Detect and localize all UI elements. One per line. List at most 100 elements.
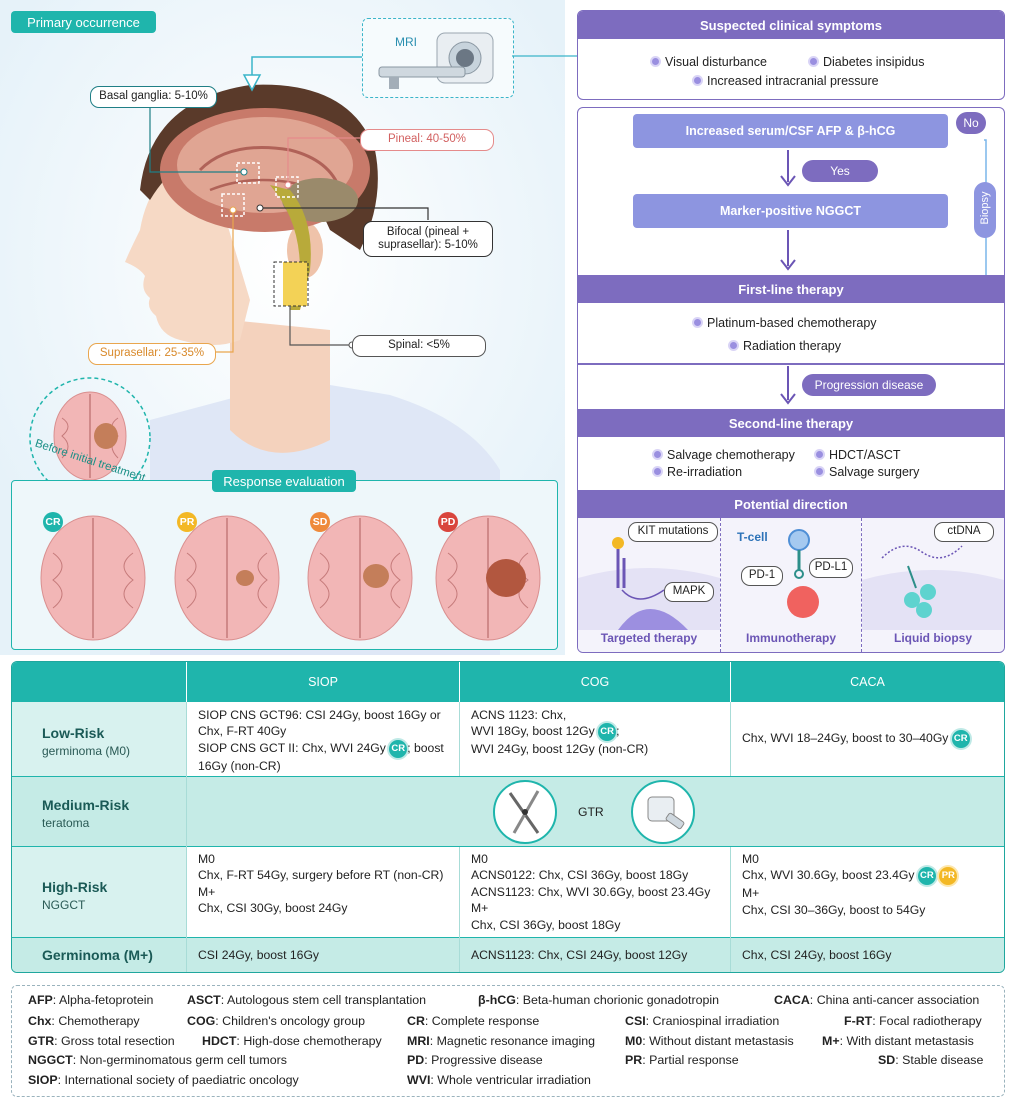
divider <box>459 847 460 972</box>
high-siop-line: M+ <box>198 884 216 899</box>
divider <box>12 776 1004 777</box>
risk-table: SIOP COG CACA Low-Risk germinoma (M0) SI… <box>11 661 1005 973</box>
high-siop-line: M0 <box>198 852 215 866</box>
immunotherapy-tile: T-cell PD-1 PD-L1 Immunotherapy <box>721 518 861 652</box>
second-line-item: Salvage chemotherapy <box>654 448 795 462</box>
high-caca-cell: M0 Chx, WVI 30.6Gy, boost 23.4Gy CR PR M… <box>742 851 1002 918</box>
glossary-item: COG: Children's oncology group <box>187 1014 366 1028</box>
immunotherapy-label: Immunotherapy <box>745 631 836 645</box>
divider <box>12 937 1004 938</box>
ctdna-label: ctDNA <box>934 522 994 542</box>
targeted-tile: KIT mutations MAPK Targeted therapy <box>578 518 720 652</box>
high-risk-sub: NGGCT <box>42 897 86 912</box>
low-risk-label: Low-Risk germinoma (M0) <box>42 724 130 759</box>
glossary-item: CR: Complete response <box>407 1014 540 1028</box>
glossary-item: Chx: Chemotherapy <box>28 1014 140 1028</box>
divider <box>12 846 1004 847</box>
high-caca-line: Chx, WVI 30.6Gy, boost 23.4Gy <box>742 868 915 883</box>
mri-connector <box>512 55 578 57</box>
divider <box>861 518 863 652</box>
divider <box>730 847 731 972</box>
low-caca-cell: Chx, WVI 18–24Gy, boost to 30–40Gy CR <box>742 730 1002 748</box>
treatment-flow-panel: Increased serum/CSF AFP & β-hCG No Yes M… <box>577 107 1005 653</box>
high-cog-line: M0 <box>471 852 488 866</box>
high-cog-line: ACNS1123: Chx, WVI 30.6Gy, boost 23.4Gy <box>471 884 711 899</box>
high-risk-label: High-Risk NGGCT <box>42 878 107 913</box>
low-cog-line1: ACNS 1123: Chx, <box>471 708 567 722</box>
symptom-item: Visual disturbance <box>652 55 767 69</box>
high-siop-line: Chx, CSI 30Gy, boost 24Gy <box>198 901 348 916</box>
symptom-item: Increased intracranial pressure <box>694 74 879 88</box>
primary-occurrence-panel: Primary occurrence MRI Basal ganglia: 5-… <box>0 0 565 655</box>
high-siop-cell: M0 Chx, F-RT 54Gy, surgery before RT (no… <box>198 851 456 917</box>
badge-sd: SD <box>310 512 330 532</box>
high-siop-line: Chx, F-RT 54Gy, surgery before RT (non-C… <box>198 868 444 883</box>
gtr-label: GTR <box>578 805 604 819</box>
mapk-label: MAPK <box>664 582 714 602</box>
site-suprasellar: Suprasellar: 25-35% <box>88 343 216 365</box>
high-cog-cell: M0 ACNS0122: Chx, CSI 36Gy, boost 18Gy A… <box>471 851 729 933</box>
glossary-item: CACA: China anti-cancer association <box>774 993 980 1007</box>
divider <box>186 702 187 972</box>
germ-row-bg <box>12 938 1004 972</box>
germ-caca-cell: Chx, CSI 24Gy, boost 16Gy <box>742 948 892 962</box>
table-header-siop: SIOP <box>187 662 459 702</box>
cr-badge: CR <box>598 723 617 742</box>
response-evaluation-title: Response evaluation <box>212 470 356 492</box>
table-header-cog: COG <box>460 662 730 702</box>
badge-cr: CR <box>43 512 63 532</box>
glossary-item: F-RT: Focal radiotherapy <box>844 1014 982 1028</box>
biopsy-pill <box>974 182 996 238</box>
site-spinal: Spinal: <5% <box>352 335 486 357</box>
second-line-item: HDCT/ASCT <box>816 448 901 462</box>
before-treatment-brain <box>53 391 127 481</box>
primary-occurrence-title: Primary occurrence <box>11 11 156 33</box>
pd1-label: PD-1 <box>741 566 783 586</box>
low-siop-line1: SIOP CNS GCT96: CSI 24Gy, boost 16Gy or … <box>198 708 441 739</box>
cr-badge: CR <box>917 867 936 886</box>
glossary-item: MRI: Magnetic resonance imaging <box>407 1034 596 1048</box>
glossary-item: M0: Without distant metastasis <box>625 1034 794 1048</box>
potential-title: Potential direction <box>578 490 1004 518</box>
brain-pr: PR <box>167 508 287 648</box>
glossary-box: AFP: Alpha-fetoprotein ASCT: Autologous … <box>11 985 1005 1097</box>
kit-label: KIT mutations <box>628 522 718 542</box>
badge-pd: PD <box>438 512 458 532</box>
divider <box>578 363 1004 365</box>
high-caca-line2: Chx, CSI 30–36Gy, boost to 54Gy <box>742 902 926 917</box>
cr-badge: CR <box>951 730 970 748</box>
low-cog-line3: WVI 24Gy, boost 12Gy (non-CR) <box>471 742 649 757</box>
marker-positive-box: Marker-positive NGGCT <box>633 194 948 228</box>
glossary-item: PR: Partial response <box>625 1053 739 1067</box>
tcell-label: T-cell <box>737 530 768 544</box>
liquid-biopsy-icon <box>862 545 1004 630</box>
liquid-biopsy-tile: ctDNA Liquid biopsy <box>862 518 1004 652</box>
medium-risk-label: Medium-Risk teratoma <box>42 796 129 831</box>
germ-cog-cell: ACNS1123: Chx, CSI 24Gy, boost 12Gy <box>471 948 688 962</box>
immunotherapy-icon <box>787 529 819 618</box>
divider <box>730 702 731 776</box>
divider <box>459 702 460 776</box>
table-header-caca: CACA <box>731 662 1004 702</box>
germinoma-title: Germinoma (M+) <box>42 947 153 963</box>
symptoms-panel: Suspected clinical symptoms Visual distu… <box>577 10 1005 100</box>
mri-scanner-icon <box>378 32 494 89</box>
glossary-item: CSI: Craniospinal irradiation <box>625 1014 780 1028</box>
low-caca-text: Chx, WVI 18–24Gy, boost to 30–40Gy <box>742 731 949 746</box>
low-siop-cell: SIOP CNS GCT96: CSI 24Gy, boost 16Gy or … <box>198 707 456 774</box>
first-line-title: First-line therapy <box>578 275 1004 303</box>
brain-cr: CR <box>33 508 153 648</box>
low-siop-line2b: ; boost 16Gy (non-CR) <box>198 741 444 773</box>
cr-badge: CR <box>389 739 408 758</box>
symptoms-title: Suspected clinical symptoms <box>578 11 1004 39</box>
no-pill: No <box>956 112 986 134</box>
glossary-item: SD: Stable disease <box>878 1053 984 1067</box>
glossary-item: M+: With distant metastasis <box>822 1034 974 1048</box>
row-label-bg <box>12 847 186 937</box>
high-cog-line: Chx, CSI 36Gy, boost 18Gy <box>471 917 621 932</box>
low-cog-line2b: ; <box>616 724 620 739</box>
symptom-item: Diabetes insipidus <box>810 55 924 69</box>
low-siop-line2: SIOP CNS GCT II: Chx, WVI 24Gy <box>198 741 386 756</box>
high-cog-line: ACNS0122: Chx, CSI 36Gy, boost 18Gy <box>471 868 689 883</box>
targeted-therapy-label: Targeted therapy <box>600 631 698 645</box>
